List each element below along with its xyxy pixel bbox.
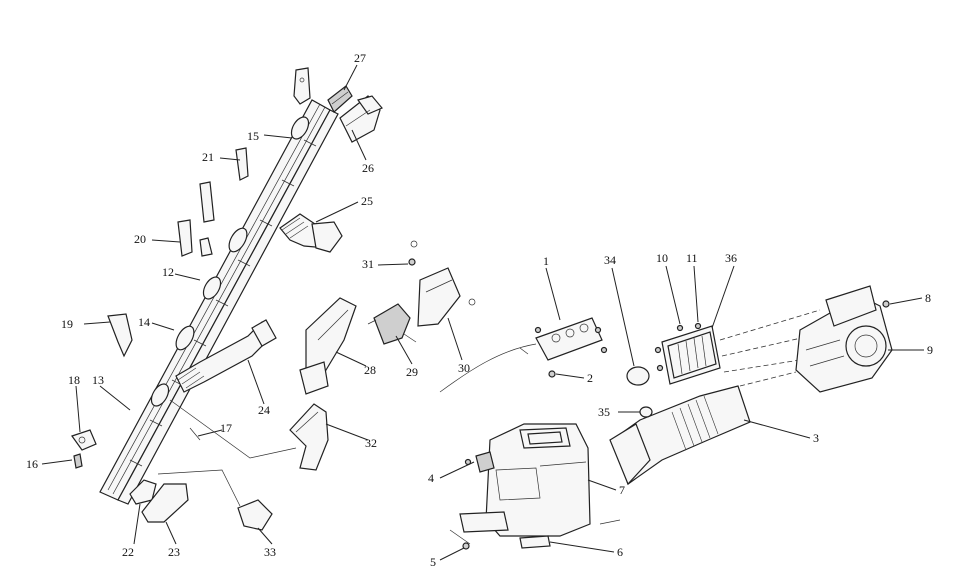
part-2-screw [548,370,556,378]
part-21-clip [199,147,249,223]
part-6-bracket [519,535,551,549]
callout-27: 27 [354,51,366,65]
callout-17: 17 [220,421,232,435]
callout-labels: 27 26 15 21 25 20 12 19 14 13 18 16 17 2… [26,51,933,569]
part-31-screw [408,258,416,266]
part-3-duct [609,385,751,486]
callout-23: 23 [168,545,180,559]
callout-32: 32 [365,436,377,450]
callout-7: 7 [619,483,625,497]
callout-6: 6 [617,545,623,559]
callout-21: 21 [202,150,214,164]
callout-10: 10 [656,251,668,265]
part-4-connector [464,451,495,473]
leader-lines [41,64,924,561]
callout-9: 9 [927,343,933,357]
callout-28: 28 [364,363,376,377]
callout-5: 5 [430,555,436,569]
callout-15: 15 [247,129,259,143]
part-33-duct [237,499,273,531]
callout-26: 26 [362,161,374,175]
callout-13: 13 [92,373,104,387]
part-36-filter-frame [654,322,721,385]
callout-8: 8 [925,291,931,305]
main-duct-beam [99,99,339,505]
part-24-duct [175,319,277,393]
part-25-duct-hose [279,213,343,253]
part-1-control-panel [439,317,608,393]
callout-22: 22 [122,545,134,559]
part-23-vent [141,483,189,523]
part-16-screw [73,453,83,469]
part-7-heater-box [449,423,621,545]
part-5-screw [462,542,470,550]
callout-31: 31 [362,257,374,271]
callout-20: 20 [134,232,146,246]
leader-cables [157,399,297,507]
callout-18: 18 [68,373,80,387]
part-9-blower-housing [795,285,893,393]
top-bracket [293,67,311,105]
callout-2: 2 [587,371,593,385]
part-27-connector [327,85,353,113]
part-26-vent-outlet [339,95,383,143]
part-30-bracket [410,240,476,327]
callout-11: 11 [686,251,698,265]
part-19-bracket [107,313,133,358]
callout-4: 4 [428,471,434,485]
part-8-screw [882,300,890,308]
part-35-grommet [639,406,653,418]
callout-1: 1 [543,254,549,268]
callout-16: 16 [26,457,38,471]
callout-35: 35 [598,405,610,419]
callout-34: 34 [604,253,616,267]
part-32-elbow [289,403,329,471]
callout-3: 3 [813,431,819,445]
part-34-disc [626,366,650,386]
part-20-clip [177,219,213,257]
callout-19: 19 [61,317,73,331]
callout-29: 29 [406,365,418,379]
part-29-connector [367,303,417,345]
part-18-clamp [71,429,97,451]
part-22-duct [129,479,157,505]
part-28-vent-duct [299,297,357,395]
callout-12: 12 [162,265,174,279]
callout-24: 24 [258,403,270,417]
callout-25: 25 [361,194,373,208]
callout-14: 14 [138,315,150,329]
callout-33: 33 [264,545,276,559]
callout-36: 36 [725,251,737,265]
alignment-lines [719,309,821,387]
callout-30: 30 [458,361,470,375]
